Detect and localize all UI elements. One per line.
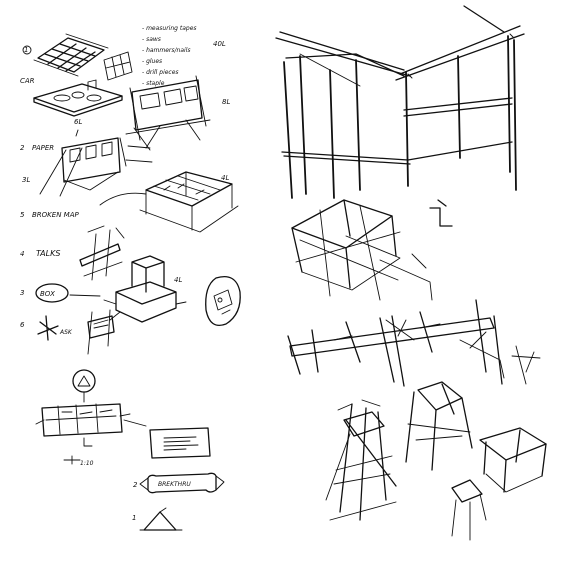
label-car: CAR — [20, 77, 35, 85]
sketch-triangle-logo — [72, 369, 96, 403]
sketch-talks-stand — [79, 225, 125, 281]
label-40l: 40L — [213, 40, 226, 48]
label-3l: 3L — [22, 176, 30, 184]
note-line: - saws — [142, 36, 161, 43]
sketch-stacked-boxes — [103, 255, 187, 323]
sketch-map-table — [99, 171, 239, 233]
label-number: 1 — [24, 46, 28, 54]
label-talks: TALKS — [36, 249, 60, 258]
sketch-paper-frame — [39, 129, 153, 197]
sketch-exhibit-layout — [35, 403, 131, 465]
sketch-small-grid — [103, 51, 133, 81]
sketch-ask-board — [87, 309, 115, 355]
label-8l: 8L — [222, 98, 230, 106]
note-line: - measuring tapes — [142, 25, 197, 32]
label-number: 2 — [20, 144, 25, 152]
sketch-a-frame — [405, 381, 473, 471]
sketch-grid-frame — [22, 33, 109, 77]
sketch-banner — [139, 472, 225, 494]
sketch-display-board — [125, 75, 211, 151]
note-line: - staple — [142, 80, 165, 87]
label-ask: ASK — [59, 329, 73, 336]
sketch-box-oval — [35, 283, 69, 303]
label-4l: 4L — [174, 276, 182, 284]
label-number: 3 — [20, 289, 24, 297]
sketch-side-structure — [479, 427, 547, 493]
notes-list: - measuring tapes - saws - hammers/nails… — [142, 25, 197, 87]
label-broken-map: BROKEN MAP — [32, 211, 79, 219]
sketch-scaffold-large — [275, 5, 525, 199]
label-number: 6 — [20, 321, 25, 329]
sketch-tent — [139, 507, 183, 531]
label-4l: 4L — [221, 174, 229, 182]
label-scale: 1:10 — [80, 460, 94, 467]
sketch-small-bracket — [429, 199, 453, 227]
sketch-cross — [37, 315, 59, 341]
connector-line — [123, 419, 147, 427]
label-box: BOX — [40, 290, 55, 298]
label-number: 5 — [20, 211, 25, 219]
note-line: - hammers/nails — [142, 47, 191, 54]
label-number: 1 — [132, 514, 136, 522]
banner-text: BREKTHRU — [158, 481, 191, 488]
sketch-tower — [325, 399, 397, 521]
label-number: 4 — [20, 250, 24, 258]
label-number: 2 — [133, 481, 138, 489]
sketch-car-tray — [33, 79, 123, 117]
sketch-lattice-mid — [291, 199, 433, 301]
connector-line — [69, 294, 101, 297]
sketch-device — [205, 275, 241, 327]
sketch-text-panel — [149, 427, 211, 459]
label-6l: 6L — [74, 118, 82, 126]
note-line: - drill pieces — [142, 69, 179, 76]
label-paper: PAPER — [32, 144, 54, 152]
note-line: - glues — [142, 58, 162, 65]
sketch-bottom-figure — [451, 479, 487, 541]
sketch-long-table — [287, 299, 541, 387]
